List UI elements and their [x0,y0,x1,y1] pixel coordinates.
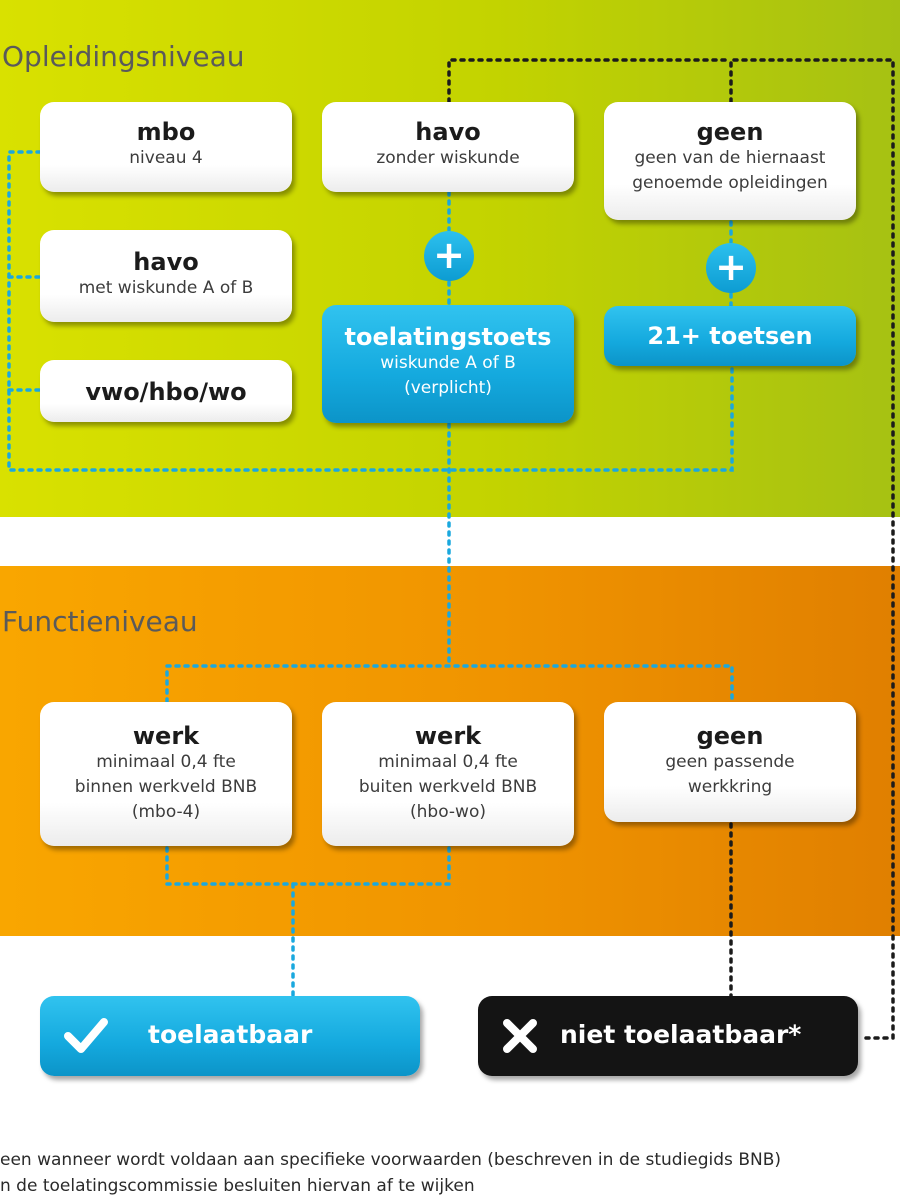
option-havo-math: havo met wiskunde A of B [40,230,292,322]
option-vwo-title: vwo/hbo/wo [85,378,247,406]
connector-left-bracket [7,150,734,472]
footnote-line-1: een wanneer wordt voldaan aan specifieke… [0,1150,781,1170]
option-werk-buiten-title: werk [414,722,482,750]
option-geen-title: geen [696,118,764,146]
option-geen-education: geen geen van de hiernaast genoemde ople… [604,102,856,220]
option-werk-binnen-sub1: minimaal 0,4 fte [96,752,236,772]
option-havo-nomath: havo zonder wiskunde [322,102,574,192]
option-werk-binnen: werk minimaal 0,4 fte binnen werkveld BN… [40,702,292,846]
cross-icon [503,1019,537,1053]
connector-geen-top [447,58,733,104]
option-toets-sub1: wiskunde A of B [380,353,516,373]
option-geen-function: geen geen passende werkkring [604,702,856,822]
option-werk-binnen-sub2: binnen werkveld BNB [74,777,258,797]
connector-bottom-bracket [165,846,451,886]
option-werk-buiten-sub2: buiten werkveld BNB [358,777,538,797]
option-werk-buiten: werk minimaal 0,4 fte buiten werkveld BN… [322,702,574,846]
option-havo-nomath-sub: zonder wiskunde [376,148,520,168]
option-toets-sub2: (verplicht) [404,378,492,398]
option-mbo-sub: niveau 4 [129,148,203,168]
option-mbo: mbo niveau 4 [40,102,292,192]
option-geen-function-sub1: geen passende [665,752,795,772]
outcome-admissible-label: toelaatbaar [148,1020,313,1049]
check-icon [64,1018,108,1053]
option-werk-buiten-sub1: minimaal 0,4 fte [378,752,518,772]
connector-top-bracket [165,664,734,704]
option-havo-math-title: havo [133,248,199,276]
footnote-line-2: n de toelatingscommissie besluiten hierv… [0,1176,475,1196]
function-section-title: Functieniveau [2,605,198,638]
option-toelatingstoets: toelatingstoets wiskunde A of B (verplic… [322,305,574,423]
option-geen-sub2: genoemde opleidingen [632,173,828,193]
option-geen-function-title: geen [696,722,764,750]
option-werk-binnen-title: werk [132,722,200,750]
option-werk-binnen-sub3: (mbo-4) [131,802,201,822]
outcome-admissible: toelaatbaar [40,996,420,1076]
plus-icon: + [424,231,474,281]
option-havo-math-sub: met wiskunde A of B [78,278,254,298]
option-vwo: vwo/hbo/wo [40,360,292,422]
plus-icon: + [706,243,756,293]
option-21-toetsen: 21+ toetsen [604,306,856,366]
option-geen-function-sub2: werkkring [687,777,773,797]
option-toets-title: toelatingstoets [344,323,552,351]
option-geen-sub1: geen van de hiernaast [634,148,826,168]
option-havo-nomath-title: havo [415,118,481,146]
outcome-not-admissible: niet toelaatbaar* [478,996,858,1076]
option-mbo-title: mbo [136,118,196,146]
option-werk-buiten-sub3: (hbo-wo) [410,802,486,822]
outcome-not-admissible-label: niet toelaatbaar* [560,1020,802,1049]
option-21-title: 21+ toetsen [647,322,813,350]
connector-outer-black [729,58,895,1040]
education-section-title: Opleidingsniveau [2,40,245,73]
